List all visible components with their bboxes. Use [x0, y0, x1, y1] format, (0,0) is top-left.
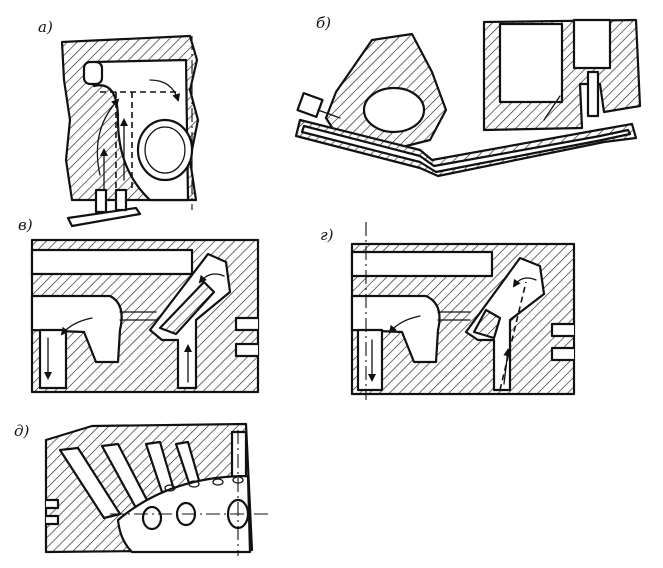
panel-v-top-band [30, 248, 194, 276]
panel-g: г) [320, 222, 576, 400]
panel-a-inlet-pipe [66, 206, 142, 228]
panel-v-label: в) [18, 216, 33, 234]
panel-v-top-arrow [198, 273, 225, 284]
panel-v-notches [234, 316, 258, 358]
panel-v: в) [18, 216, 260, 394]
panel-b-bolt-stem [317, 109, 341, 119]
panel-v-rib [158, 280, 216, 336]
panel-b-nozzle-hint [543, 95, 561, 121]
panel-v-left-passage [38, 328, 68, 390]
panel-g-label: г) [320, 226, 334, 244]
panel-a-small-hole [82, 60, 104, 86]
panel-g-left-arrow [388, 315, 421, 334]
panel-v-cavity [30, 294, 123, 364]
panel-b-pipe-bore [300, 124, 632, 174]
panel-b-label: б) [316, 14, 331, 32]
panel-d-hole-1 [141, 505, 163, 531]
panel-g-top-arrow [512, 277, 537, 288]
panel-a-top-arrow [149, 79, 181, 102]
panel-b: б) [294, 14, 642, 178]
panel-a-inlet-stem-1 [94, 188, 108, 214]
panel-d-small-hole-2 [188, 480, 200, 488]
panel-g-dashed-channel [499, 281, 527, 391]
panel-a-flow-arrow [96, 98, 120, 176]
panel-g-rib [472, 308, 502, 340]
panel-a-oval-inner [144, 126, 186, 174]
panel-a-inlet-stem-2 [114, 188, 128, 212]
panel-d: д) [14, 422, 270, 556]
panel-v-left-arrow [60, 317, 93, 336]
panel-a-label: а) [38, 18, 53, 36]
panel-b-oval [362, 86, 426, 134]
panel-a-oval [136, 118, 194, 182]
panel-d-right-slot [230, 430, 248, 482]
panel-d-small-hole-1 [164, 484, 176, 492]
panel-d-notches [46, 498, 60, 526]
panel-d-label: д) [14, 422, 30, 440]
panel-b-top-notch [572, 18, 612, 70]
panel-b-inner-pocket [498, 22, 564, 104]
panel-a: а) [38, 18, 200, 228]
panel-b-bolt-head [296, 92, 324, 118]
panel-g-left-passage [356, 328, 384, 392]
panel-b-nozzle [586, 70, 600, 118]
panel-g-up-arrow [503, 348, 512, 385]
panel-g-top-band [350, 250, 494, 278]
panel-d-small-hole-3 [212, 478, 224, 486]
panel-g-notches [550, 322, 574, 362]
